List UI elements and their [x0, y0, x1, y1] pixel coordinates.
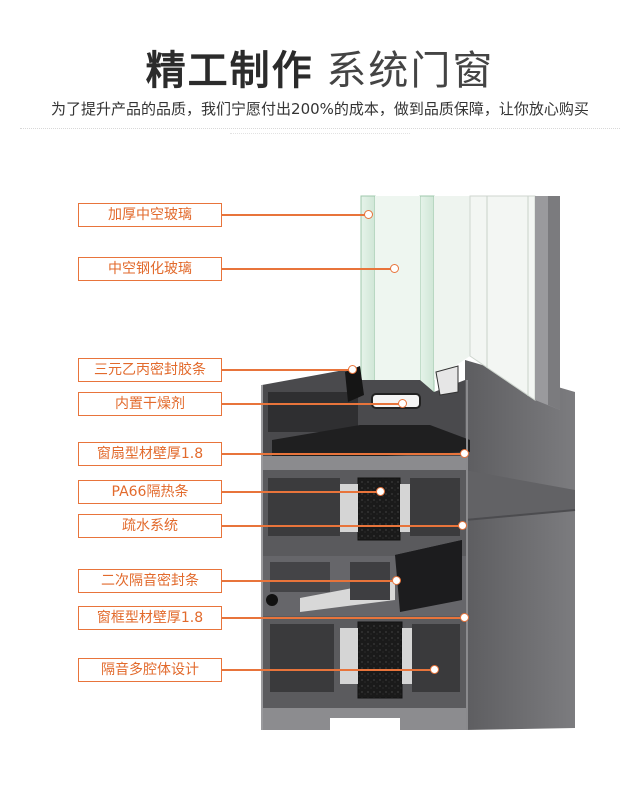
leader-line — [222, 214, 366, 216]
label-secondary-acoustic-seal: 二次隔音密封条 — [78, 569, 222, 593]
leader-line — [222, 369, 350, 371]
title-bold: 精工制作 — [145, 48, 314, 94]
leader-dot — [392, 576, 401, 585]
leader-dot — [458, 521, 467, 530]
leader-line — [222, 669, 432, 671]
leader-line — [222, 453, 462, 455]
glazing-seal-left — [345, 366, 364, 402]
divider — [20, 128, 620, 129]
subtitle: 为了提升产品的品质，我们宁愿付出200%的成本，做到品质保障，让你放心购买 — [51, 100, 589, 118]
label-tempered-insulating-glass: 中空钢化玻璃 — [78, 257, 222, 281]
leader-dot — [364, 210, 373, 219]
sash-chamber — [268, 392, 358, 432]
desiccant-spacer — [371, 393, 421, 409]
profile-side-face — [465, 360, 575, 730]
leader-line — [222, 525, 460, 527]
label-pa66-thermal-strip: PA66隔热条 — [78, 480, 222, 504]
pa66-thermal-strip-lower — [357, 621, 403, 699]
label-desiccant: 内置干燥剂 — [78, 392, 222, 416]
glass-top-side — [434, 196, 470, 380]
leader-dot — [390, 264, 399, 273]
glazing-seal-right — [435, 365, 459, 396]
secondary-seal-body — [395, 540, 462, 612]
label-epdm-seal: 三元乙丙密封胶条 — [78, 358, 222, 382]
sash-lip — [262, 456, 467, 470]
leader-dot — [460, 613, 469, 622]
leader-line — [222, 491, 378, 493]
title-light: 系统门窗 — [326, 48, 495, 94]
page-title: 精工制作 系统门窗 — [0, 38, 640, 96]
frame-side-face-upper — [465, 470, 575, 520]
leader-dot — [460, 449, 469, 458]
label-multi-chamber-design: 隔音多腔体设计 — [78, 658, 222, 682]
label-drainage-system: 疏水系统 — [78, 514, 222, 538]
leader-line — [222, 580, 394, 582]
leader-dot — [376, 487, 385, 496]
frame-base — [262, 708, 467, 730]
leader-dot — [348, 365, 357, 374]
leader-line — [222, 268, 392, 270]
sash-seal — [272, 425, 470, 460]
leader-line — [222, 617, 462, 619]
leader-dot — [430, 665, 439, 674]
label-sash-wall-thickness: 窗扇型材壁厚1.8 — [78, 442, 222, 466]
leader-dot — [398, 399, 407, 408]
leader-line — [222, 403, 400, 405]
label-frame-wall-thickness: 窗框型材壁厚1.8 — [78, 606, 222, 630]
divider-accent — [230, 133, 410, 134]
label-thick-insulating-glass: 加厚中空玻璃 — [78, 203, 222, 227]
